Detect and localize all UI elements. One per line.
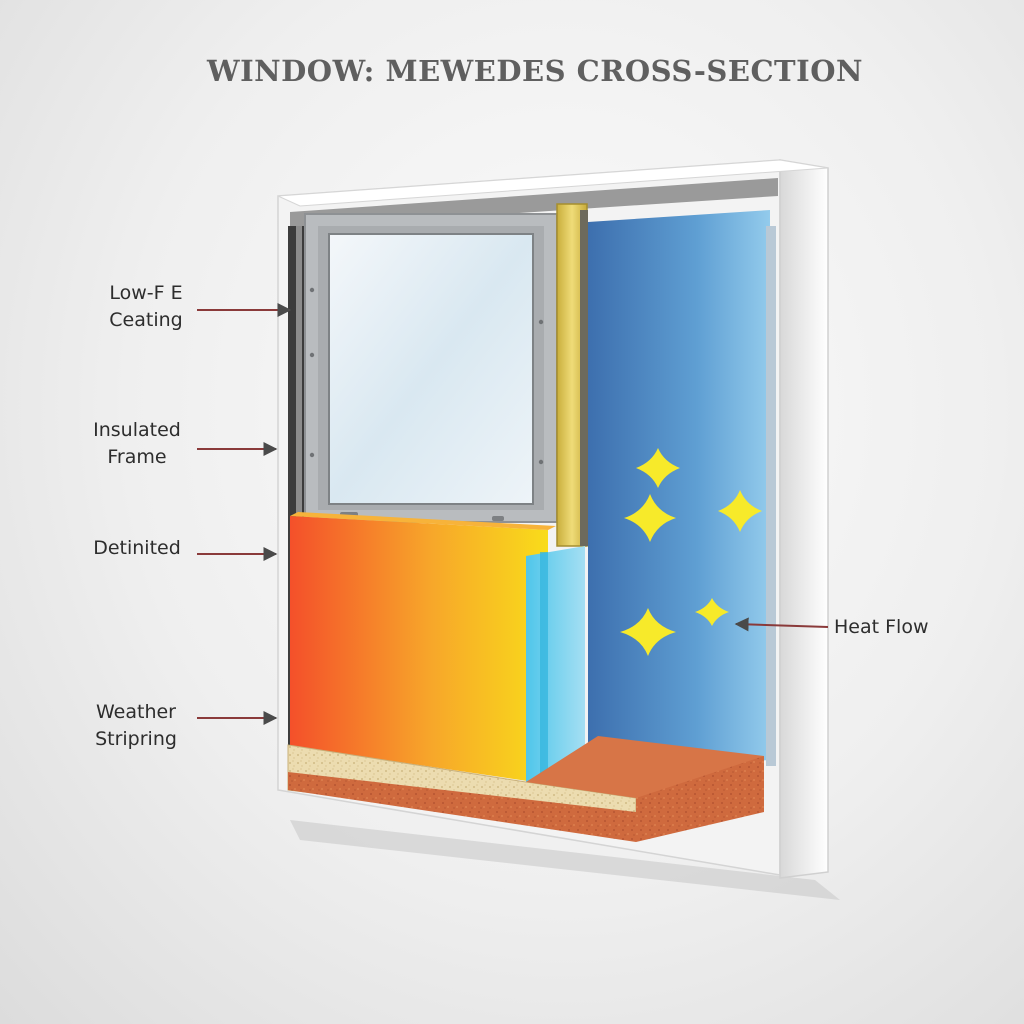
thermal-break-edge	[540, 552, 548, 784]
outer-frame-edge	[779, 159, 829, 879]
hot-insulation-block	[290, 516, 548, 784]
weather-stripping-line2: Stripring	[95, 728, 177, 750]
insulated-frame-line1: Insulated	[93, 419, 181, 441]
heat-mark	[636, 448, 680, 488]
low-e-label-line2: Ceating	[109, 309, 183, 331]
sash-screw	[309, 352, 315, 358]
sash-screw	[538, 459, 544, 465]
frame-shadow	[290, 820, 840, 900]
sash-latch	[492, 516, 504, 521]
low-e-coating-label: Low-F E Ceating	[96, 280, 196, 334]
insulated-frame-label: Insulated Frame	[84, 417, 190, 471]
heat-mark	[695, 598, 729, 626]
outer-frame-top	[277, 159, 829, 207]
sash-screw	[309, 452, 315, 458]
left-frame-channel-highlight	[296, 226, 302, 766]
heat-flow-line1: Heat Flow	[834, 616, 929, 638]
low-e-label-line1: Low-F E	[109, 282, 183, 304]
sash-screw	[309, 287, 315, 293]
cool-panel-edge	[766, 226, 776, 766]
glass-pane	[328, 233, 534, 505]
sealant-strip-dark	[580, 210, 588, 546]
insulated-frame-line2: Frame	[107, 446, 167, 468]
sash-screw	[538, 319, 544, 325]
sill-base-edge	[288, 772, 636, 842]
heat-mark	[620, 608, 676, 656]
cool-panel	[588, 210, 770, 770]
heat-flow-label: Heat Flow	[834, 614, 954, 641]
weather-stripping-line1: Weather	[96, 701, 176, 723]
detinited-line1: Detinited	[93, 537, 181, 559]
detinited-label: Detinited	[84, 535, 190, 562]
heat-mark	[718, 490, 762, 532]
weather-stripping-label: Weather Stripring	[82, 699, 190, 753]
diagram-title: WINDOW: MEWEDES CROSS-SECTION	[207, 54, 863, 88]
heat-mark	[624, 494, 676, 542]
hot-insulation-top	[290, 512, 556, 530]
heat-flow-leader	[734, 617, 829, 632]
sill-terracotta-front	[636, 756, 764, 842]
